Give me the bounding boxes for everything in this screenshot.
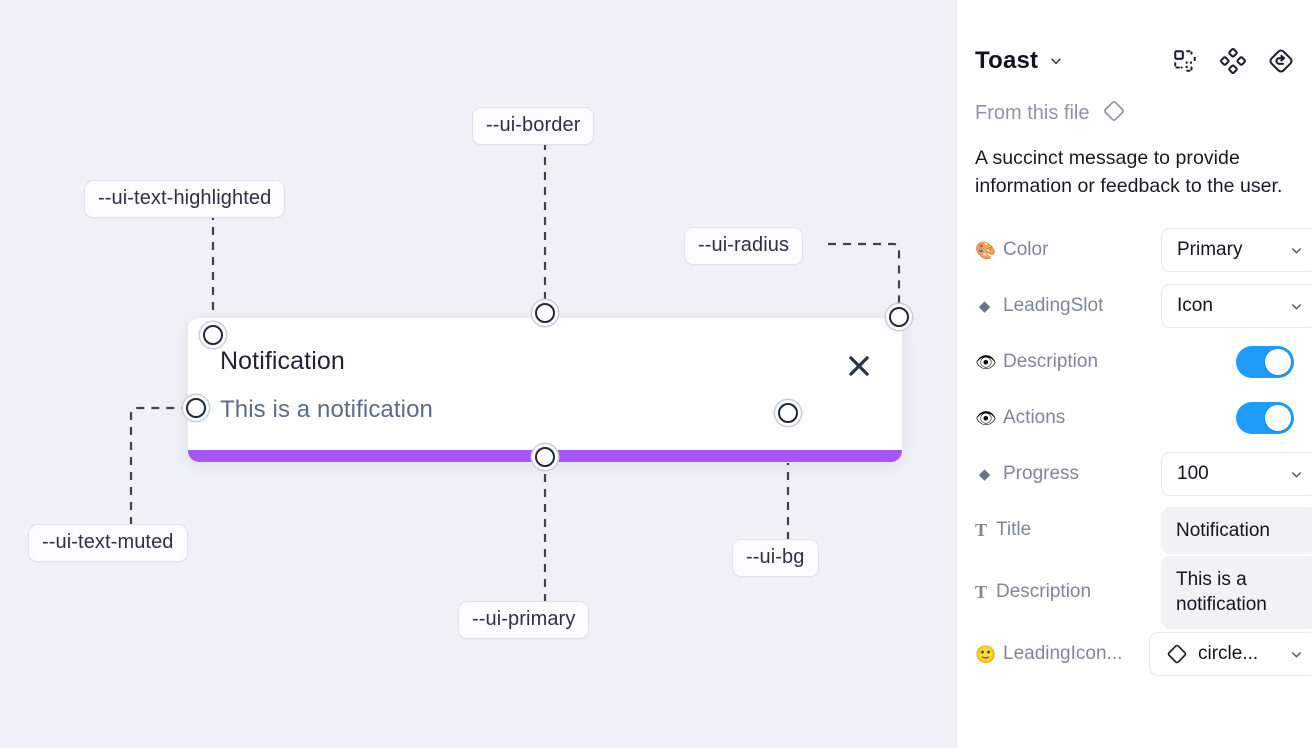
title-input[interactable]: Notification (1161, 506, 1312, 555)
toggle-knob (1265, 405, 1291, 432)
property-row-description-toggle: 👁 Description (975, 334, 1294, 390)
component-diamonds-icon[interactable] (1219, 47, 1247, 75)
property-row-leadingslot: ◆ LeadingSlot Icon (975, 278, 1312, 334)
property-label-description-text: Description (996, 581, 1092, 603)
description-input-value: This is a notification (1176, 568, 1267, 616)
from-this-file-label: From this file (975, 102, 1090, 124)
reset-overrides-icon[interactable] (1268, 48, 1294, 74)
handle-ui-border[interactable] (535, 303, 555, 323)
eye-emoji: 👁 (975, 352, 997, 372)
eye-emoji: 👁 (975, 408, 997, 428)
properties-panel: Toast (956, 0, 1312, 748)
description-input[interactable]: This is a notification (1161, 555, 1312, 630)
toast-component-preview[interactable]: Notification This is a notification (187, 317, 903, 463)
chevron-down-icon (1289, 299, 1304, 314)
leadingslot-select-value: Icon (1177, 295, 1213, 317)
leadingslot-select[interactable]: Icon (1161, 284, 1312, 329)
component-description: A succinct message to provide informatio… (975, 147, 1283, 197)
handle-ui-text-highlighted[interactable] (203, 325, 223, 345)
property-row-actions-toggle: 👁 Actions (975, 390, 1294, 446)
property-label-actions-toggle: Actions (1003, 407, 1066, 429)
leadingicon-select-value: circle... (1198, 643, 1259, 665)
text-type-icon: T (975, 519, 988, 540)
diamond-icon (1101, 98, 1127, 129)
variants-grid-icon[interactable] (1172, 48, 1198, 74)
handle-ui-bg[interactable] (778, 403, 798, 423)
token-label-ui-text-highlighted[interactable]: --ui-text-highlighted (84, 180, 286, 218)
panel-title: Toast (975, 47, 1039, 74)
handle-ui-text-muted[interactable] (186, 398, 206, 418)
design-canvas[interactable]: --ui-text-highlighted --ui-border --ui-r… (0, 0, 956, 748)
color-select-value: Primary (1177, 239, 1243, 261)
handle-ui-radius[interactable] (889, 307, 909, 327)
token-label-ui-bg[interactable]: --ui-bg (732, 539, 819, 577)
token-label-ui-radius[interactable]: --ui-radius (684, 227, 804, 265)
property-label-title: Title (996, 519, 1032, 541)
smiley-emoji: 🙂 (975, 644, 997, 664)
palette-emoji: 🎨 (975, 240, 997, 260)
actions-toggle[interactable] (1236, 402, 1294, 435)
property-row-leadingicon: 🙂 LeadingIcon... circle... (975, 626, 1312, 682)
from-this-file-row[interactable]: From this file (975, 98, 1294, 129)
leadingicon-select[interactable]: circle... (1149, 632, 1312, 677)
progress-select-value: 100 (1177, 463, 1209, 485)
property-row-title: T Title Notification (975, 502, 1312, 558)
property-row-color: 🎨 Color Primary (975, 222, 1312, 278)
property-label-progress: Progress (1003, 463, 1080, 485)
chevron-down-icon (1289, 243, 1304, 258)
property-row-description-text: T Description This is a notification (975, 555, 1312, 630)
text-type-icon: T (975, 581, 988, 602)
chevron-down-icon (1289, 467, 1304, 482)
token-label-ui-primary[interactable]: --ui-primary (458, 601, 590, 639)
token-label-ui-text-muted[interactable]: --ui-text-muted (28, 524, 188, 562)
toast-description: This is a notification (220, 396, 433, 423)
property-row-progress: ◆ Progress 100 (975, 446, 1312, 502)
title-input-value: Notification (1176, 519, 1270, 541)
progress-select[interactable]: 100 (1161, 452, 1312, 497)
description-toggle[interactable] (1236, 346, 1294, 379)
chevron-down-icon[interactable] (1048, 53, 1064, 69)
property-label-description-toggle: Description (1003, 351, 1099, 373)
property-label-color: Color (1003, 239, 1049, 261)
toggle-knob (1265, 349, 1291, 376)
token-label-ui-border[interactable]: --ui-border (472, 107, 595, 145)
property-label-leadingslot: LeadingSlot (1003, 295, 1104, 317)
panel-header: Toast (975, 30, 1294, 92)
diamond-icon (1165, 642, 1189, 666)
close-icon[interactable] (844, 351, 874, 381)
diamond-icon: ◆ (978, 465, 991, 483)
chevron-down-icon (1289, 647, 1304, 662)
toast-title: Notification (220, 347, 345, 375)
diamond-icon: ◆ (978, 297, 991, 315)
panel-header-actions (1172, 47, 1294, 75)
property-label-leadingicon: LeadingIcon... (1003, 643, 1123, 665)
handle-ui-primary[interactable] (535, 447, 555, 467)
color-select[interactable]: Primary (1161, 228, 1312, 273)
